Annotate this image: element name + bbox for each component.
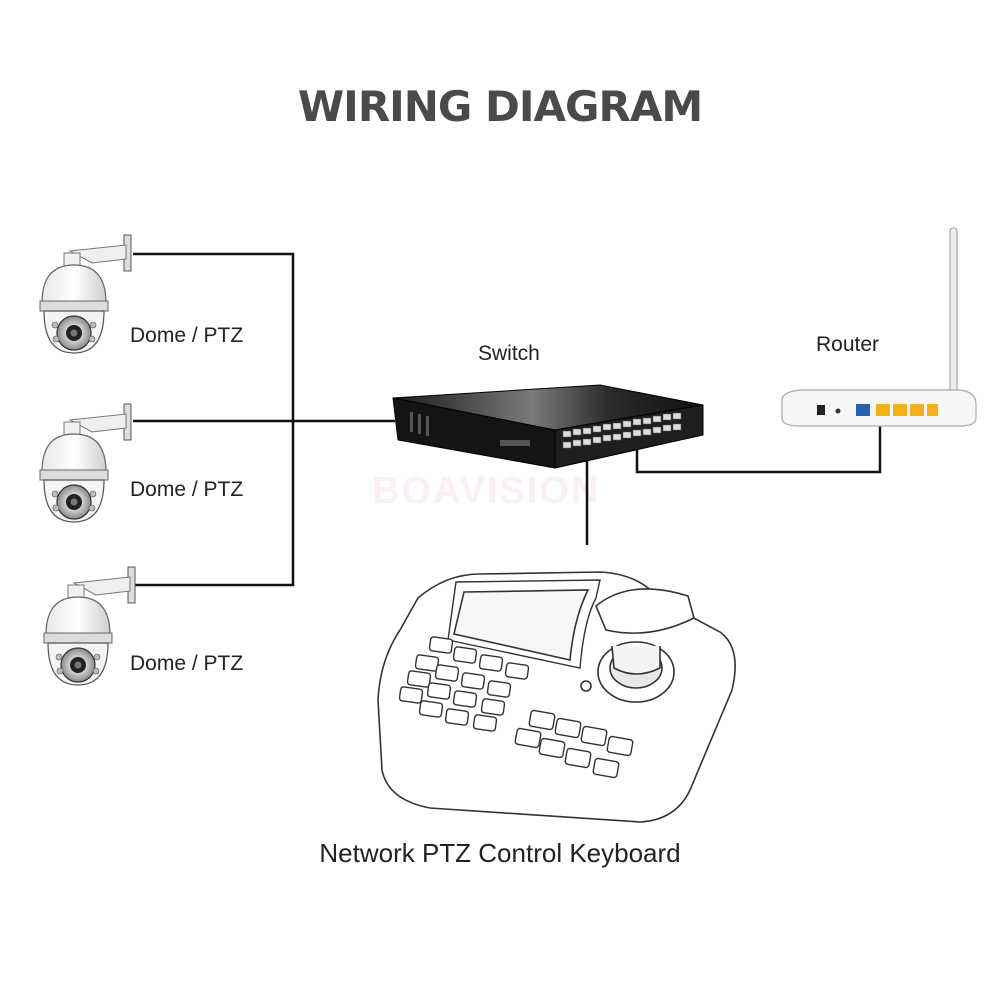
wiring-lines bbox=[133, 252, 882, 587]
dome-camera-icon bbox=[39, 234, 132, 354]
page-title: WIRING DIAGRAM bbox=[297, 82, 703, 131]
router-cable bbox=[635, 422, 882, 474]
keyboard-label: Network PTZ Control Keyboard bbox=[319, 838, 681, 868]
ptz-keyboard-icon bbox=[377, 571, 736, 823]
router-label: Router bbox=[816, 333, 880, 356]
dome-camera-icon bbox=[43, 566, 136, 686]
camera-2-label: Dome / PTZ bbox=[130, 478, 244, 501]
switch-label: Switch bbox=[478, 342, 540, 365]
camera-3-label: Dome / PTZ bbox=[130, 652, 244, 675]
router-icon bbox=[781, 227, 977, 427]
camera-1-cable bbox=[133, 252, 295, 587]
camera-1-label: Dome / PTZ bbox=[130, 324, 244, 347]
dome-camera-icon bbox=[39, 403, 132, 523]
watermark: BOAVISION bbox=[372, 470, 601, 512]
network-switch-icon bbox=[392, 384, 704, 469]
